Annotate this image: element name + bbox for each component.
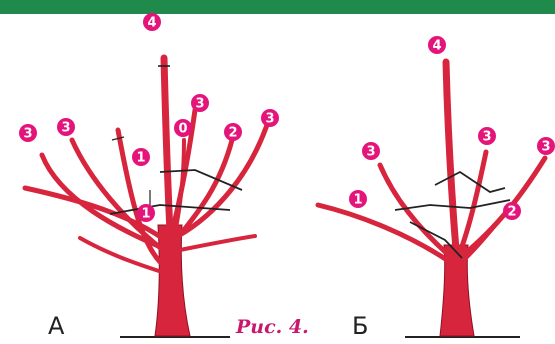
marker-label: 3 bbox=[541, 140, 550, 155]
tree-a bbox=[22, 54, 271, 338]
tree-b-line-lower bbox=[409, 221, 463, 259]
marker-label: 2 bbox=[228, 126, 237, 141]
marker-circle bbox=[191, 94, 209, 112]
tree-a-branch-far-left-2 bbox=[69, 137, 166, 253]
marker-label: 1 bbox=[353, 193, 362, 208]
marker-label: 0 bbox=[178, 122, 187, 137]
marker-a-far-left-1: 3 bbox=[19, 124, 37, 142]
tree-b-line-middle bbox=[394, 199, 511, 211]
tree-b-trunk bbox=[439, 244, 475, 337]
marker-a-center-right: 3 bbox=[191, 94, 209, 112]
tree-a-letter: А bbox=[48, 312, 65, 340]
tree-b-branch-left bbox=[377, 162, 455, 261]
tree-b-letter: Б bbox=[352, 312, 369, 340]
marker-label: 4 bbox=[147, 16, 156, 31]
marker-a-zero: 0 bbox=[174, 119, 192, 137]
tree-a-branch-right-low bbox=[178, 234, 257, 252]
marker-circle bbox=[478, 127, 496, 145]
tree-b-branch-one bbox=[315, 202, 453, 265]
tree-b-branch-center bbox=[457, 149, 489, 255]
figure-caption: Рис. 4. bbox=[236, 316, 309, 338]
marker-circle bbox=[143, 13, 161, 31]
marker-circle bbox=[137, 204, 155, 222]
tree-a-line-lower bbox=[109, 204, 231, 215]
marker-a-two: 2 bbox=[224, 123, 242, 141]
marker-circle bbox=[261, 109, 279, 127]
marker-label: 2 bbox=[507, 205, 516, 220]
marker-circle bbox=[19, 124, 37, 142]
marker-circle bbox=[132, 148, 150, 166]
tree-a-line-upper bbox=[159, 169, 243, 191]
marker-b-left: 3 bbox=[362, 142, 380, 160]
marker-b-center: 3 bbox=[478, 127, 496, 145]
marker-circle bbox=[57, 118, 75, 136]
marker-label: 1 bbox=[141, 207, 150, 222]
marker-a-top: 4 bbox=[143, 13, 161, 31]
top-green-bar bbox=[0, 0, 555, 14]
marker-b-right: 3 bbox=[537, 137, 555, 155]
tree-a-branch-zero bbox=[172, 138, 186, 240]
marker-circle bbox=[224, 123, 242, 141]
marker-label: 1 bbox=[136, 151, 145, 166]
tree-a-branch-left-lowest bbox=[78, 236, 164, 274]
marker-label: 4 bbox=[432, 39, 441, 54]
marker-label: 3 bbox=[265, 112, 274, 127]
tree-a-branch-left-mid bbox=[115, 127, 163, 265]
marker-a-far-left-2: 3 bbox=[57, 118, 75, 136]
tree-a-trunk bbox=[154, 224, 191, 337]
tree-a-cut-left-mid bbox=[111, 136, 125, 141]
marker-circle bbox=[362, 142, 380, 160]
marker-label: 3 bbox=[23, 127, 32, 142]
marker-b-top: 4 bbox=[428, 36, 446, 54]
marker-a-one-upper: 1 bbox=[132, 148, 150, 166]
tree-b-leader bbox=[442, 58, 460, 254]
tree-a-branch-right bbox=[175, 119, 271, 239]
marker-circle bbox=[503, 202, 521, 220]
marker-circle bbox=[428, 36, 446, 54]
marker-label: 3 bbox=[482, 130, 491, 145]
marker-circle bbox=[537, 137, 555, 155]
marker-a-right: 3 bbox=[261, 109, 279, 127]
marker-label: 3 bbox=[366, 145, 375, 160]
marker-b-two: 2 bbox=[503, 202, 521, 220]
tree-a-leader bbox=[160, 54, 174, 236]
marker-label: 3 bbox=[195, 97, 204, 112]
tree-b-line-upper bbox=[434, 170, 506, 193]
marker-circle bbox=[349, 190, 367, 208]
tree-a-branch-left-low bbox=[22, 185, 168, 243]
marker-a-one-lower: 1 bbox=[137, 204, 155, 222]
marker-label: 3 bbox=[61, 121, 70, 136]
tree-b bbox=[315, 58, 548, 338]
marker-circle bbox=[174, 119, 192, 137]
marker-b-one: 1 bbox=[349, 190, 367, 208]
